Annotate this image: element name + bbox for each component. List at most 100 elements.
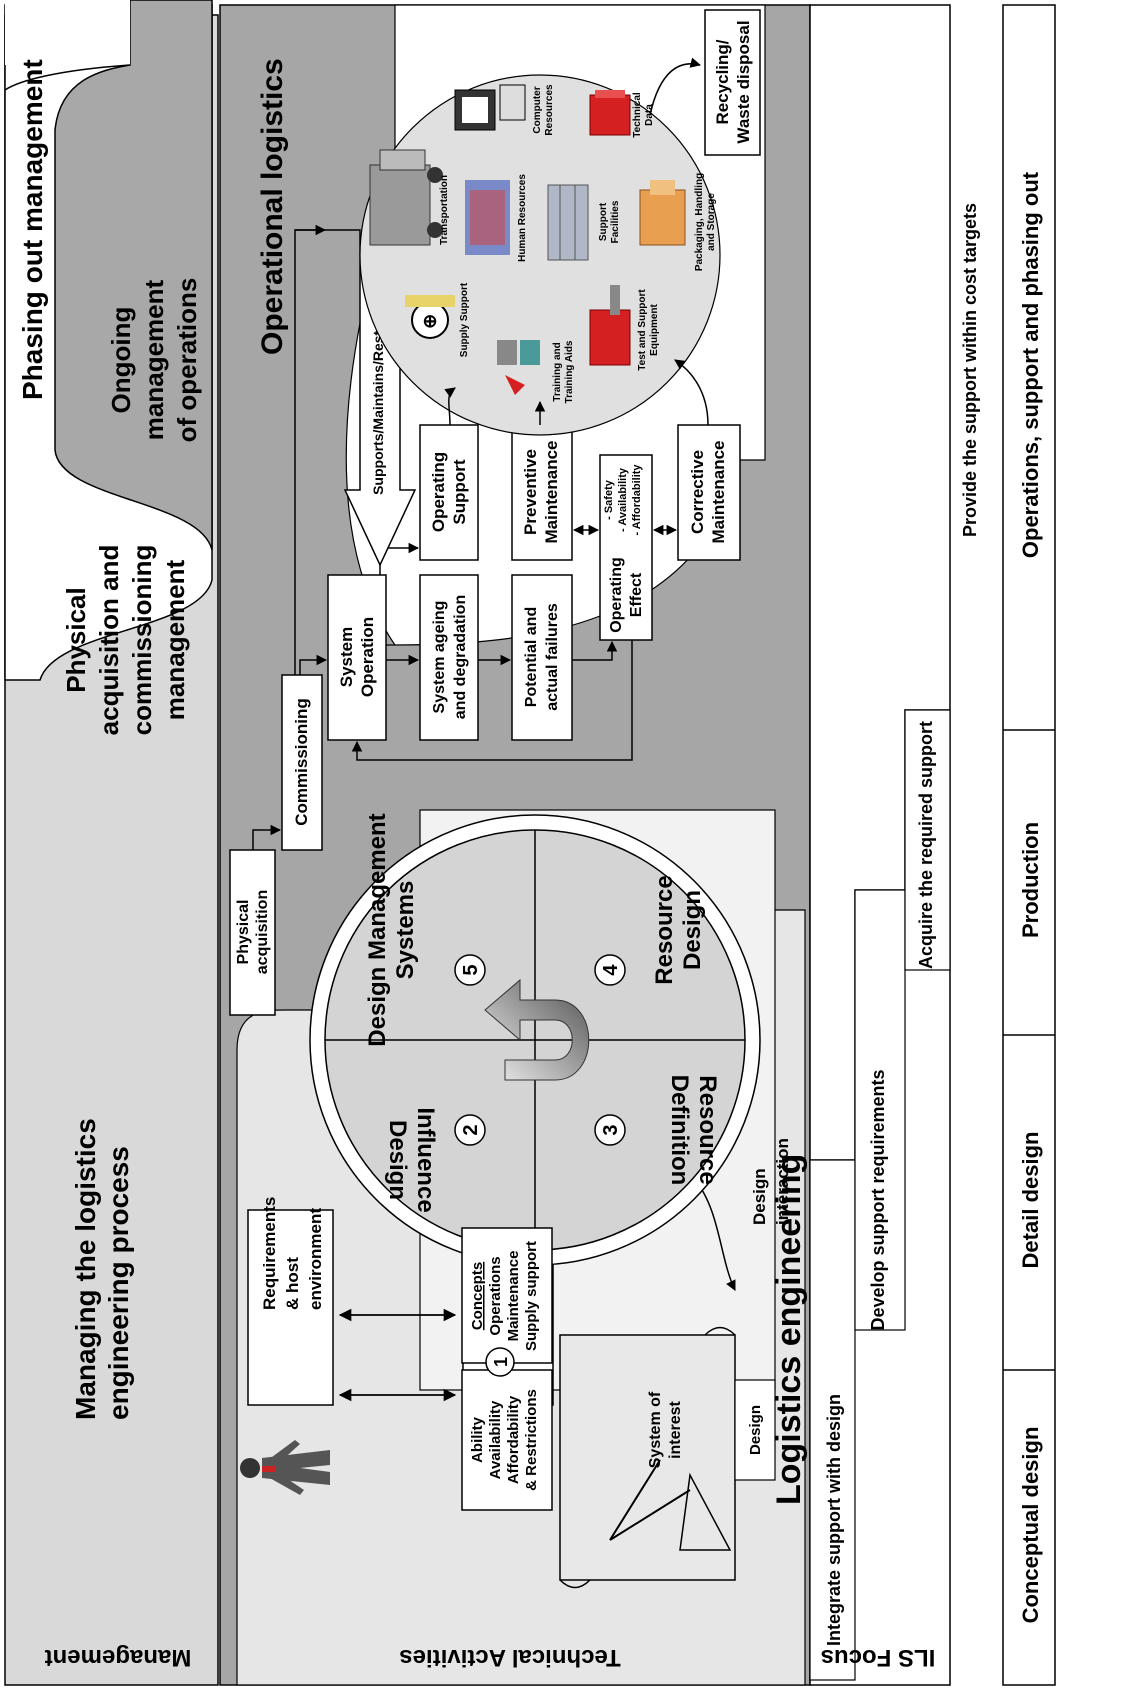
requirements-box bbox=[247, 1209, 334, 1406]
commissioning-box bbox=[281, 674, 323, 851]
svg-text:Maintenance: Maintenance bbox=[505, 1251, 522, 1342]
svg-text:Facilities: Facilities bbox=[610, 200, 621, 243]
svg-text:management: management bbox=[139, 279, 169, 440]
preventive-maintenance-box bbox=[511, 424, 573, 561]
computer-resources-label: Computer Resources bbox=[532, 84, 555, 136]
system-operation-box bbox=[327, 574, 387, 741]
svg-text:Recycling/: Recycling/ bbox=[713, 39, 732, 124]
phasing-out-label: Phasing out management bbox=[17, 59, 48, 400]
preventive-maintenance-label: Preventive Maintenance bbox=[521, 441, 561, 544]
svg-text:Influence: Influence bbox=[412, 1107, 439, 1212]
svg-text:Ongoing: Ongoing bbox=[106, 307, 136, 414]
row-label-ils: ILS Focus bbox=[821, 1644, 936, 1671]
phases-band bbox=[1002, 4, 1056, 1686]
design-label: Design bbox=[747, 1405, 764, 1455]
svg-text:acquisition and: acquisition and bbox=[94, 545, 124, 736]
svg-text:Managing the logistics: Managing the logistics bbox=[70, 1118, 101, 1420]
svg-text:Maintenance: Maintenance bbox=[709, 441, 728, 544]
row-label-technical: Technical Activities bbox=[399, 1644, 620, 1671]
svg-text:Operation: Operation bbox=[358, 617, 377, 697]
svg-text:Data: Data bbox=[644, 104, 655, 126]
wheel-label-q3: Resource Definition bbox=[666, 1075, 721, 1186]
svg-text:System ageing: System ageing bbox=[431, 601, 448, 714]
svg-text:⊕: ⊕ bbox=[422, 311, 437, 331]
operating-effect-label: Operating Effect bbox=[608, 557, 645, 633]
packaging-label: Packaging, Handling and Storage bbox=[694, 173, 717, 271]
svg-text:Affordability: Affordability bbox=[505, 1395, 522, 1484]
managing-logistics-label: Managing the logistics engineering proce… bbox=[70, 1118, 134, 1420]
svg-text:- Safety: - Safety bbox=[603, 479, 615, 520]
ability-text: Ability Availability Affordability & Res… bbox=[469, 1389, 540, 1491]
commissioning-label: Commissioning bbox=[292, 698, 311, 826]
ongoing-management-label: Ongoing management of operations bbox=[106, 278, 202, 443]
svg-text:Operating: Operating bbox=[429, 452, 448, 532]
ils-provide: Provide the support within cost targets bbox=[960, 203, 980, 537]
svg-text:commissioning: commissioning bbox=[127, 545, 157, 736]
transportation-icon bbox=[369, 149, 443, 246]
computer-resources-icon bbox=[454, 84, 526, 131]
system-ageing-box bbox=[419, 574, 479, 741]
physical-acquisition-box bbox=[229, 849, 276, 1016]
phase-conceptual: Conceptual design bbox=[1018, 1427, 1043, 1624]
wheel-label-q4: Resource Design bbox=[651, 875, 706, 984]
svg-text:Availability: Availability bbox=[487, 1400, 504, 1479]
recycling-label: Recycling/ Waste disposal bbox=[713, 20, 753, 143]
phase-operations: Operations, support and phasing out bbox=[1018, 171, 1043, 558]
svg-text:of operations: of operations bbox=[172, 278, 202, 443]
wheel-number-3: 3 bbox=[594, 1114, 626, 1146]
svg-text:5: 5 bbox=[460, 964, 482, 975]
phase-detail: Detail design bbox=[1018, 1132, 1043, 1269]
svg-text:Test and Support: Test and Support bbox=[637, 289, 648, 371]
human-resources-label: Human Resources bbox=[517, 174, 528, 262]
svg-text:Definition: Definition bbox=[666, 1075, 693, 1186]
packaging-icon bbox=[639, 180, 686, 246]
svg-text:Resource: Resource bbox=[694, 1075, 721, 1184]
ils-integrate: Integrate support with design bbox=[824, 1394, 844, 1646]
design-wheel bbox=[309, 814, 761, 1266]
svg-text:management: management bbox=[160, 559, 190, 720]
ils-acquire: Acquire the required support bbox=[916, 721, 936, 969]
training-aids-icon bbox=[497, 340, 540, 395]
wheel-number-2: 2 bbox=[454, 1114, 486, 1146]
svg-text:Resource: Resource bbox=[651, 875, 678, 984]
ils-develop: Develop support requirements bbox=[868, 1069, 888, 1330]
technical-data-label: Technical Data bbox=[632, 92, 655, 138]
logistics-engineering-title: Logistics engineering bbox=[770, 1154, 808, 1505]
svg-text:System: System bbox=[337, 627, 356, 687]
svg-text:Ability: Ability bbox=[469, 1416, 486, 1462]
system-of-interest-label: System of interest bbox=[647, 1391, 684, 1468]
svg-text:Computer: Computer bbox=[532, 86, 543, 133]
svg-text:Training and: Training and bbox=[552, 342, 563, 401]
svg-text:Packaging, Handling: Packaging, Handling bbox=[694, 173, 705, 271]
wheel-label-q5: Design Management Systems bbox=[364, 813, 419, 1046]
svg-text:Waste disposal: Waste disposal bbox=[734, 20, 753, 143]
design-interaction-label: Design interaction bbox=[750, 1138, 792, 1225]
transportation-label: Transportation bbox=[439, 175, 450, 245]
svg-text:Design Management: Design Management bbox=[364, 813, 391, 1046]
human-resources-icon bbox=[465, 180, 510, 255]
recycling-box bbox=[704, 9, 761, 156]
wheel-label-q2: Design Influence bbox=[384, 1107, 439, 1212]
svg-text:actual failures: actual failures bbox=[544, 603, 561, 711]
svg-text:1: 1 bbox=[491, 1357, 511, 1367]
concepts-number-1: 1 bbox=[485, 1347, 515, 1377]
svg-text:Physical: Physical bbox=[235, 900, 252, 965]
svg-text:& host: & host bbox=[283, 1257, 302, 1310]
technical-data-icon bbox=[589, 90, 631, 136]
svg-text:Potential and: Potential and bbox=[523, 607, 540, 707]
svg-text:Technical: Technical bbox=[632, 92, 643, 138]
svg-text:- Affordability: - Affordability bbox=[631, 464, 643, 536]
design-drawing bbox=[559, 1326, 776, 1589]
svg-text:Requirements: Requirements bbox=[260, 1197, 279, 1310]
svg-text:interaction: interaction bbox=[773, 1138, 792, 1225]
corrective-maintenance-box bbox=[677, 424, 741, 561]
test-equipment-label: Test and Support Equipment bbox=[637, 289, 660, 371]
svg-text:Preventive: Preventive bbox=[521, 449, 540, 535]
svg-text:& Restrictions: & Restrictions bbox=[523, 1389, 540, 1491]
person-icon bbox=[240, 1440, 330, 1495]
svg-text:Concepts: Concepts bbox=[469, 1262, 486, 1330]
svg-text:Equipment: Equipment bbox=[649, 304, 660, 356]
svg-text:Systems: Systems bbox=[392, 881, 419, 980]
ability-box-page bbox=[461, 1369, 553, 1511]
svg-text:Support: Support bbox=[598, 202, 609, 241]
